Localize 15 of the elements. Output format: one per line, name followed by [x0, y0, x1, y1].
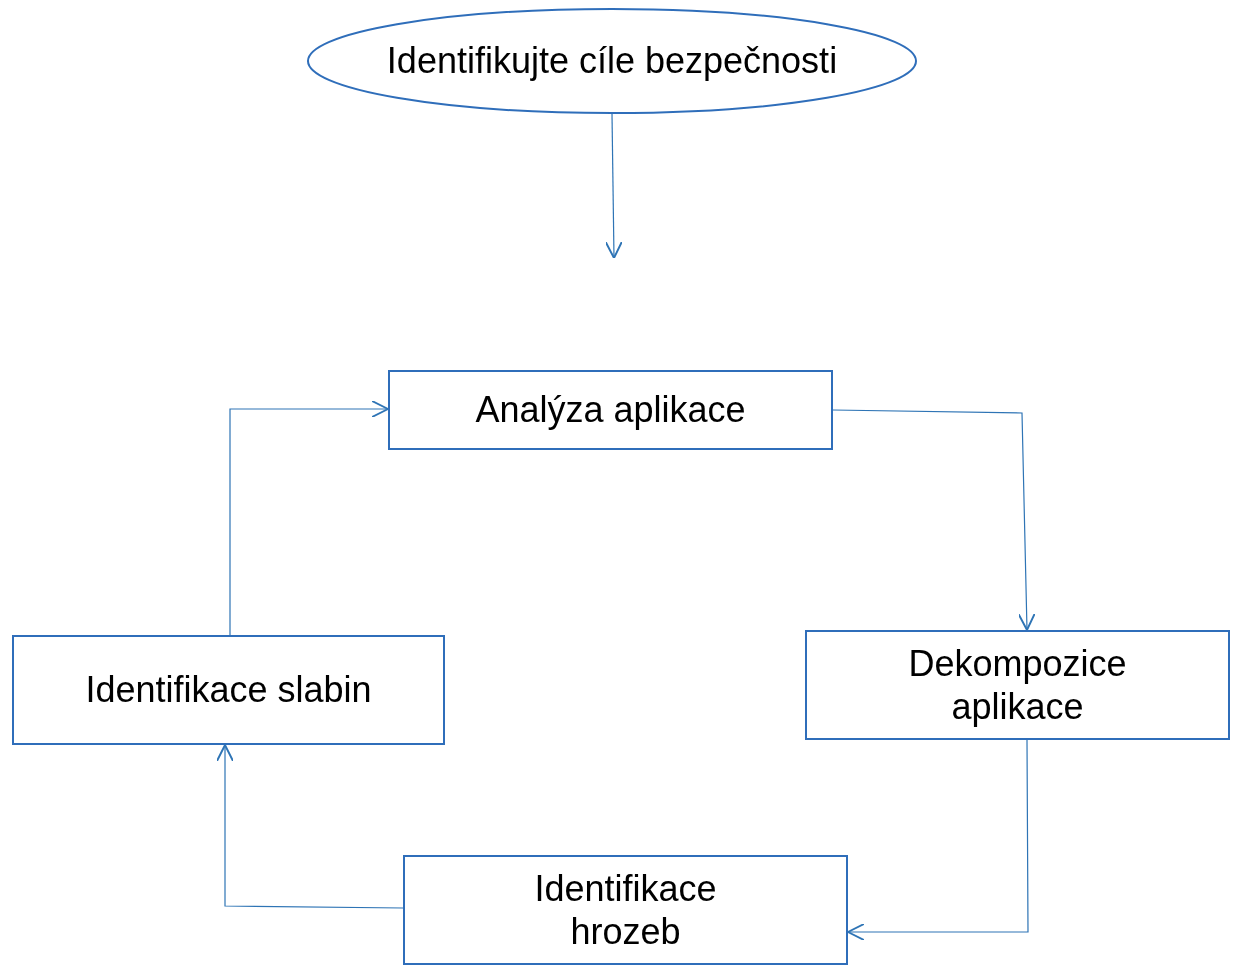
- arrow: [216, 744, 404, 909]
- start-ellipse: [307, 8, 917, 114]
- process-box: [388, 370, 833, 450]
- box-label: Identifikujte cíle bezpečnosti: [386, 39, 838, 83]
- arrow: [229, 400, 389, 636]
- box-label: Identifikace hrozeb: [533, 866, 718, 954]
- arrow: [832, 409, 1036, 631]
- box-label: Identifikace slabin: [85, 668, 372, 712]
- process-box: [403, 855, 848, 965]
- box-label: Analýza aplikace: [475, 388, 746, 432]
- arrow: [847, 739, 1029, 941]
- arrow: [604, 113, 623, 259]
- box-label: Dekompozice aplikace: [907, 641, 1128, 729]
- process-box: [12, 635, 445, 745]
- process-box: [805, 630, 1230, 740]
